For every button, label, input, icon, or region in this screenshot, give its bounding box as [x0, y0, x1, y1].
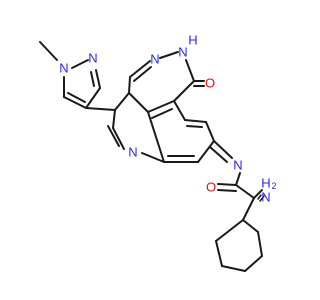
- bond-pz-core: [85, 107, 116, 111]
- bond-core-11b: [107, 125, 120, 147]
- atom-amine-subscript: 2: [271, 181, 276, 191]
- bond-co-c: [173, 80, 195, 102]
- bond-methyl: [39, 41, 58, 61]
- atom-n-indole: N: [128, 145, 137, 160]
- bond-pz-c5-c4-double: [67, 92, 86, 103]
- bond-core-11: [112, 127, 125, 150]
- atom-n-amine: N: [261, 190, 270, 205]
- atom-labels: N N N N H O N N O H 2 N: [59, 33, 276, 205]
- bond-cy-2: [257, 231, 263, 257]
- bond-core-3: [147, 100, 175, 113]
- bond-core-7: [197, 140, 215, 163]
- bond-core-12: [112, 109, 116, 129]
- bond-cy-1: [242, 219, 259, 233]
- bond-core-5: [184, 119, 207, 123]
- bonds: [39, 41, 263, 272]
- atom-o-amide: O: [206, 180, 216, 195]
- atom-h-hydrazide: H: [188, 33, 197, 48]
- bond-core-4: [173, 100, 186, 121]
- atom-o-lactam: O: [205, 76, 215, 91]
- bond-imine-amide: [235, 172, 241, 186]
- bond-core-1: [114, 92, 130, 111]
- stereo-hash-bond: [255, 193, 265, 202]
- bond-cy-5: [215, 240, 223, 267]
- bond-cy-6: [215, 219, 244, 242]
- bond-core-3b: [151, 108, 173, 119]
- molecule-structure: N N N N H O N N O H 2 N: [39, 33, 277, 272]
- molecule-canvas: N N N N H O N N O H 2 N: [39, 33, 277, 272]
- bond-pz-c4-c3: [85, 87, 101, 109]
- atom-n-pyrazole: N: [88, 51, 97, 66]
- bond-c-imine: [213, 140, 233, 159]
- bond-c-imine-double: [209, 146, 228, 163]
- bond-pz-n1-n2: [71, 59, 89, 69]
- bond-ca-cy: [242, 197, 255, 221]
- atom-h-amine: H: [261, 176, 270, 191]
- atom-n-hydrazide-upper: N: [150, 52, 159, 67]
- bond-n-n: [159, 51, 179, 59]
- bond-core-6: [205, 121, 215, 142]
- bond-core-5b: [186, 125, 203, 128]
- bond-amide-o-double: [217, 189, 237, 192]
- atom-n-hydrazide-lower: N: [178, 45, 187, 60]
- bond-amide-ca: [235, 184, 255, 199]
- bond-c-ch: [128, 76, 131, 94]
- atom-n-imine: N: [233, 158, 242, 173]
- bond-cy-4: [221, 265, 246, 272]
- bond-ch-n-double: [133, 66, 152, 82]
- bond-pz-c3-n2: [95, 69, 101, 89]
- atom-n-methyl-pyrazole: N: [59, 61, 68, 76]
- bond-pz-c5-c4: [63, 96, 87, 109]
- bond-amide-o: [217, 183, 237, 186]
- bond-cy-3: [244, 255, 263, 272]
- bond-ch-n: [129, 60, 151, 78]
- bond-core-9: [147, 111, 165, 163]
- bond-core-10: [141, 152, 165, 163]
- bond-nh-co: [185, 59, 195, 82]
- bond-core-2: [128, 92, 149, 113]
- bond-pz-c3-n2-double: [90, 71, 95, 87]
